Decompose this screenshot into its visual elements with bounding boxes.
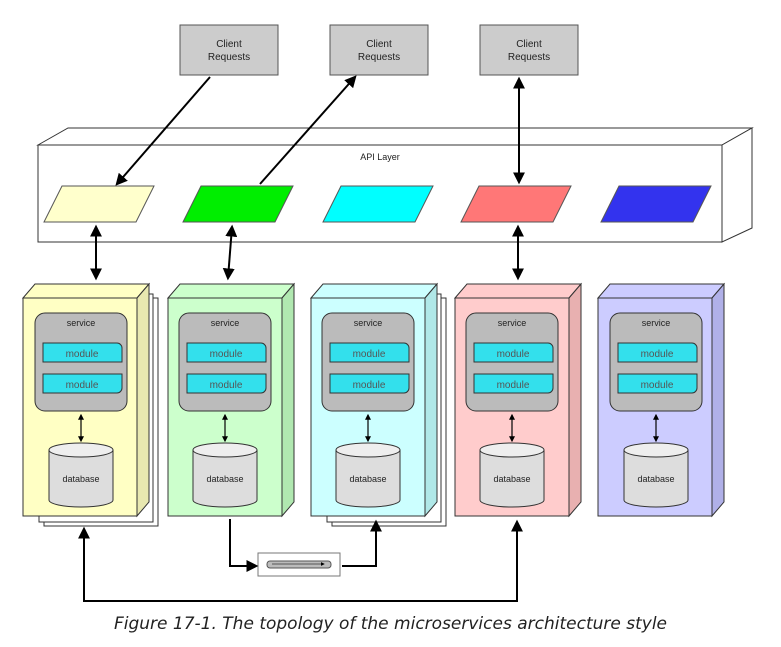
client-request-label: Client <box>216 39 242 50</box>
module-label: module <box>66 380 99 391</box>
service-label: service <box>498 318 527 328</box>
pipe-out-arrow <box>342 519 382 567</box>
database-label: database <box>206 474 243 484</box>
module-label: module <box>497 380 530 391</box>
api-layer: API Layer <box>36 127 754 243</box>
module-label: module <box>66 349 99 360</box>
module-label: module <box>497 349 530 360</box>
service-container-3: service module module database <box>309 282 447 527</box>
endpoint-arrow-2 <box>222 224 238 281</box>
pipe-in-arrow <box>229 519 259 572</box>
api-endpoint-1 <box>43 185 155 223</box>
database-label: database <box>62 474 99 484</box>
client-request-label: Client <box>516 39 542 50</box>
service-container-2: service module module database <box>166 282 296 518</box>
client-request-label: Requests <box>358 52 400 63</box>
api-endpoint-3 <box>322 185 434 223</box>
database-label: database <box>349 474 386 484</box>
client-request-label: Requests <box>208 52 250 63</box>
api-endpoint-4 <box>460 185 572 223</box>
database-label: database <box>493 474 530 484</box>
client-request-1: Client Requests <box>179 24 279 76</box>
client-request-3: Client Requests <box>479 24 579 76</box>
client-arrow-1 <box>115 76 211 186</box>
module-label: module <box>210 380 243 391</box>
service-label: service <box>67 318 96 328</box>
message-pipe <box>257 552 341 577</box>
module-label: module <box>353 380 386 391</box>
client-request-label: Client <box>366 39 392 50</box>
module-label: module <box>210 349 243 360</box>
service-container-4: service module module database <box>453 282 583 518</box>
service-label: service <box>642 318 671 328</box>
client-request-label: Requests <box>508 52 550 63</box>
client-arrow-2 <box>259 75 357 185</box>
service-container-5: service module module database <box>596 282 726 518</box>
api-endpoint-2 <box>182 185 294 223</box>
service-label: service <box>354 318 383 328</box>
client-request-2: Client Requests <box>329 24 429 76</box>
service-link-arrow <box>78 519 523 602</box>
module-label: module <box>641 380 674 391</box>
figure-caption: Figure 17-1. The topology of the microse… <box>113 614 667 634</box>
database-label: database <box>637 474 674 484</box>
api-layer-label: API Layer <box>360 152 400 162</box>
api-endpoint-5 <box>600 185 712 223</box>
module-label: module <box>641 349 674 360</box>
service-label: service <box>211 318 240 328</box>
service-container-1: service module module database <box>21 282 159 527</box>
module-label: module <box>353 349 386 360</box>
